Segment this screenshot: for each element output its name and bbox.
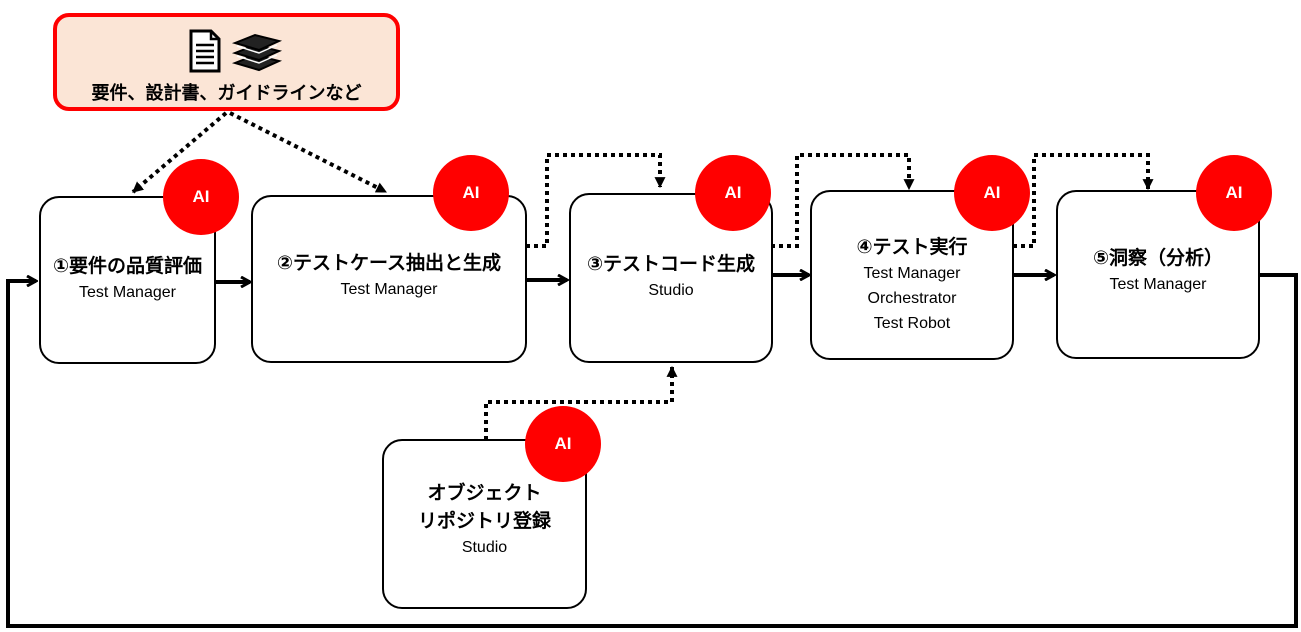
books-icon: [231, 33, 283, 72]
dotted-arrow-step2-to-step3: [526, 153, 666, 248]
source-documents-box: 要件、設計書、ガイドラインなど: [53, 13, 400, 111]
step1-box: ①要件の品質評価 Test Manager: [39, 196, 216, 364]
step4-tool-3: Test Robot: [873, 315, 951, 332]
step2-tool: Test Manager: [340, 281, 438, 298]
source-icons: [189, 29, 283, 73]
step5-ai-badge: AI: [1196, 155, 1272, 231]
document-icon: [189, 29, 221, 73]
step4-ai-badge: AI: [954, 155, 1030, 231]
repo-title-line1: オブジェクト: [427, 482, 542, 504]
step4-tool-1: Test Manager: [863, 265, 961, 282]
step1-title: ①要件の品質評価: [52, 255, 203, 277]
step1-tool: Test Manager: [79, 284, 176, 301]
step5-tool: Test Manager: [1109, 276, 1207, 293]
step2-ai-badge: AI: [433, 155, 509, 231]
step3-title: ③テストコード生成: [586, 253, 756, 275]
step4-title: ④テスト実行: [856, 236, 968, 258]
dotted-arrow-step4-to-step5: [1013, 153, 1154, 248]
step5-title: ⑤洞察（分析）: [1092, 247, 1224, 269]
source-label: 要件、設計書、ガイドラインなど: [91, 83, 362, 104]
dotted-arrow-step3-to-step4: [771, 153, 915, 248]
step3-tool: Studio: [648, 282, 694, 299]
repo-ai-badge: AI: [525, 406, 601, 482]
step4-tool-2: Orchestrator: [867, 290, 957, 307]
step1-ai-badge: AI: [163, 159, 239, 235]
repo-tool: Studio: [461, 539, 508, 556]
step3-ai-badge: AI: [695, 155, 771, 231]
object-repository-box: オブジェクト リポジトリ登録 Studio: [382, 439, 587, 609]
dotted-arrow-repo-to-step3: [484, 365, 678, 440]
feedback-loop-line: [6, 273, 1298, 628]
repo-title-line2: リポジトリ登録: [417, 510, 551, 532]
step2-title: ②テストケース抽出と生成: [276, 252, 502, 274]
dotted-arrow-source-to-step2: [229, 111, 387, 194]
